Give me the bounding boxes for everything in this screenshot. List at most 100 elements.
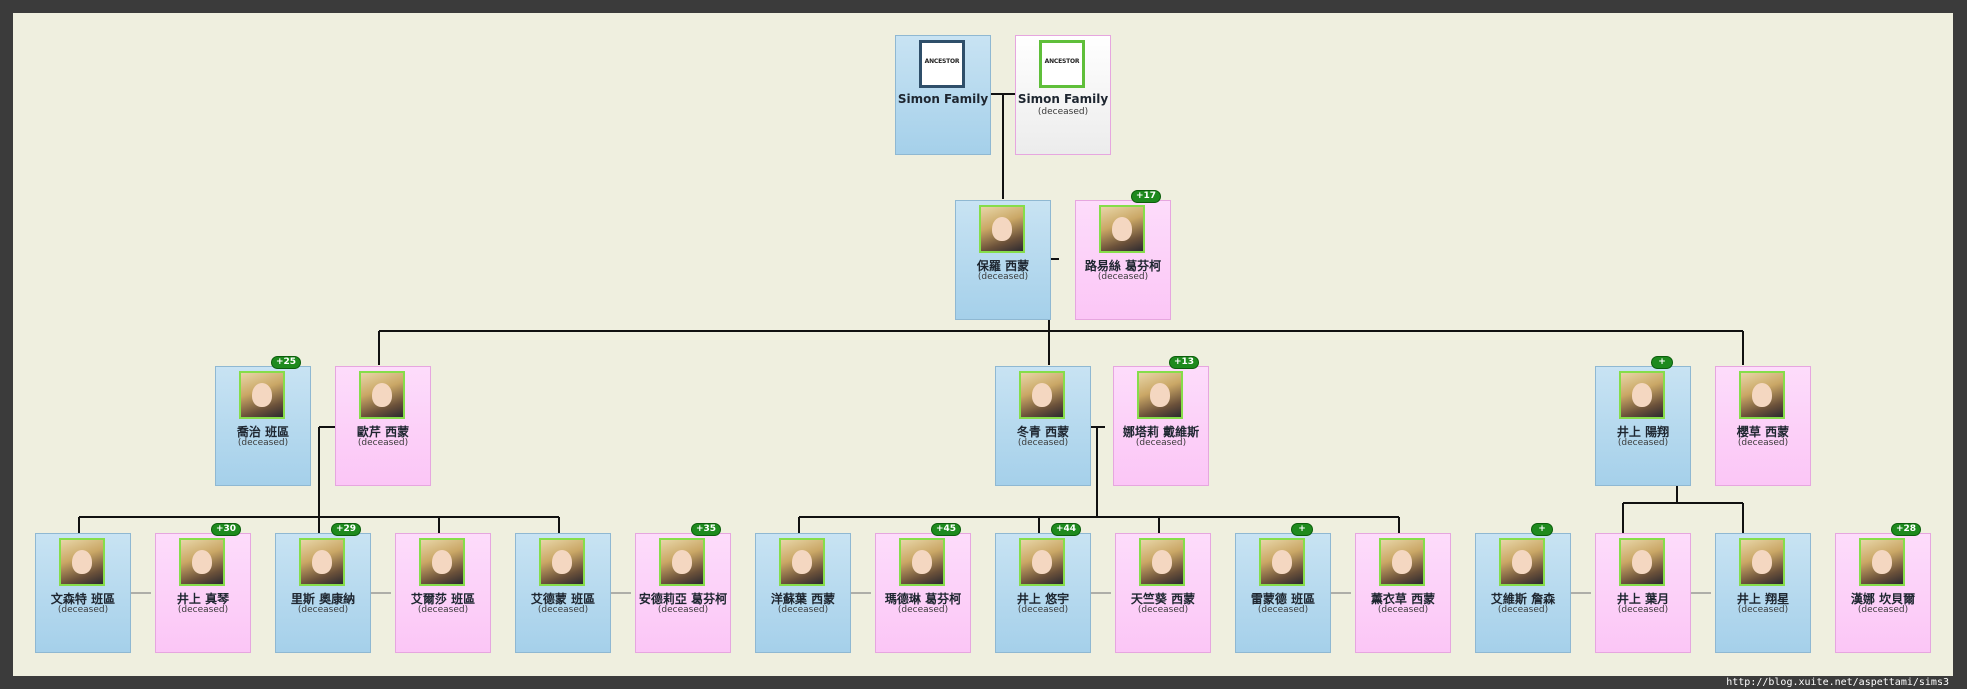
- person-name: 洋蘇葉 西蒙: [770, 592, 836, 606]
- person-status: (deceased): [657, 605, 709, 615]
- person-status: (deceased): [177, 605, 229, 615]
- person-status: (deceased): [1617, 438, 1669, 448]
- person-card-c10[interactable]: 天竺葵 西蒙(deceased): [1115, 533, 1211, 653]
- person-name: 櫻草 西蒙: [1736, 425, 1790, 439]
- children-count-badge[interactable]: +30: [211, 523, 242, 536]
- portrait-image: [1019, 371, 1065, 419]
- person-card-g1f[interactable]: 歐芹 西蒙(deceased): [335, 366, 431, 486]
- portrait-face: [1272, 550, 1292, 574]
- portrait-image: [1259, 538, 1305, 586]
- person-status: (deceased): [417, 605, 469, 615]
- portrait-face: [312, 550, 332, 574]
- portrait-face: [192, 550, 212, 574]
- portrait-image: [419, 538, 465, 586]
- person-status: (deceased): [237, 438, 289, 448]
- children-count-badge[interactable]: +45: [931, 523, 962, 536]
- children-count-badge[interactable]: +35: [691, 523, 722, 536]
- person-card-p1[interactable]: 保羅 西蒙(deceased): [955, 200, 1051, 320]
- children-count-badge[interactable]: +17: [1131, 190, 1162, 203]
- person-status: (deceased): [1257, 605, 1309, 615]
- portrait-face: [1632, 550, 1652, 574]
- person-name: 瑪德琳 葛芬柯: [884, 592, 962, 606]
- person-name: 文森特 班區: [50, 592, 116, 606]
- portrait-image: [1099, 205, 1145, 253]
- person-card-c1[interactable]: 文森特 班區(deceased): [35, 533, 131, 653]
- person-status: (deceased): [1377, 605, 1429, 615]
- portrait-face: [552, 550, 572, 574]
- person-card-anc_f[interactable]: ANCESTOR Simon Family(deceased): [1015, 35, 1111, 155]
- portrait-image: [1379, 538, 1425, 586]
- person-card-c6[interactable]: 安德莉亞 葛芬柯(deceased): [635, 533, 731, 653]
- person-card-g1m[interactable]: 喬治 班區(deceased): [215, 366, 311, 486]
- children-count-badge[interactable]: +29: [331, 523, 362, 536]
- portrait-image: [779, 538, 825, 586]
- portrait-face: [372, 383, 392, 407]
- portrait-face: [792, 550, 812, 574]
- portrait-image: [1739, 538, 1785, 586]
- person-name: Simon Family: [897, 92, 989, 106]
- person-name: Simon Family: [1017, 92, 1109, 106]
- person-name: 路易絲 葛芬柯: [1084, 259, 1162, 273]
- person-card-c4[interactable]: 艾爾莎 班區(deceased): [395, 533, 491, 653]
- person-status: (deceased): [1617, 605, 1669, 615]
- person-status: (deceased): [1037, 107, 1089, 117]
- person-card-p2[interactable]: 路易絲 葛芬柯(deceased): [1075, 200, 1171, 320]
- person-name: 井上 陽翔: [1616, 425, 1670, 439]
- person-card-c11[interactable]: 雷蒙德 班區(deceased): [1235, 533, 1331, 653]
- person-name: 井上 翔星: [1736, 592, 1790, 606]
- children-count-badge[interactable]: +25: [271, 356, 302, 369]
- person-status: (deceased): [57, 605, 109, 615]
- person-status: (deceased): [1017, 605, 1069, 615]
- portrait-face: [1392, 550, 1412, 574]
- children-count-badge[interactable]: +28: [1891, 523, 1922, 536]
- children-count-badge[interactable]: +: [1651, 356, 1673, 369]
- person-status: (deceased): [777, 605, 829, 615]
- person-card-c3[interactable]: 里斯 奧康納(deceased): [275, 533, 371, 653]
- person-card-g3m[interactable]: 井上 陽翔(deceased): [1595, 366, 1691, 486]
- portrait-image: [1139, 538, 1185, 586]
- portrait-image: [1619, 371, 1665, 419]
- children-count-badge[interactable]: +: [1291, 523, 1313, 536]
- person-status: (deceased): [1135, 438, 1187, 448]
- portrait-face: [1512, 550, 1532, 574]
- children-count-badge[interactable]: +44: [1051, 523, 1082, 536]
- portrait-face: [1872, 550, 1892, 574]
- person-card-c16[interactable]: 漢娜 坎貝爾(deceased): [1835, 533, 1931, 653]
- person-name: 天竺葵 西蒙: [1130, 592, 1196, 606]
- portrait-face: [1752, 550, 1772, 574]
- blog-url[interactable]: http://blog.xuite.net/aspettami/sims3: [1726, 677, 1949, 688]
- person-card-c13[interactable]: 艾維斯 詹森(deceased): [1475, 533, 1571, 653]
- portrait-image: [179, 538, 225, 586]
- person-name: 艾爾莎 班區: [410, 592, 476, 606]
- portrait-image: [1499, 538, 1545, 586]
- portrait-face: [992, 217, 1012, 241]
- portrait-face: [1152, 550, 1172, 574]
- person-status: (deceased): [977, 272, 1029, 282]
- person-status: (deceased): [1737, 605, 1789, 615]
- person-card-g2f[interactable]: 娜塔莉 戴維斯(deceased): [1113, 366, 1209, 486]
- person-card-c9[interactable]: 井上 悠宇(deceased): [995, 533, 1091, 653]
- person-card-c12[interactable]: 薰衣草 西蒙(deceased): [1355, 533, 1451, 653]
- children-count-badge[interactable]: +: [1531, 523, 1553, 536]
- person-status: (deceased): [357, 438, 409, 448]
- person-card-c15[interactable]: 井上 翔星(deceased): [1715, 533, 1811, 653]
- ancestor-label: ANCESTOR: [1044, 58, 1080, 65]
- person-card-c7[interactable]: 洋蘇葉 西蒙(deceased): [755, 533, 851, 653]
- portrait-face: [1032, 550, 1052, 574]
- portrait-face: [72, 550, 92, 574]
- person-card-c5[interactable]: 艾德蒙 班區(deceased): [515, 533, 611, 653]
- children-count-badge[interactable]: +13: [1169, 356, 1200, 369]
- person-card-c2[interactable]: 井上 真琴(deceased): [155, 533, 251, 653]
- person-name: 井上 葉月: [1616, 592, 1670, 606]
- person-name: 薰衣草 西蒙: [1370, 592, 1436, 606]
- person-card-g3f[interactable]: 櫻草 西蒙(deceased): [1715, 366, 1811, 486]
- person-name: 艾維斯 詹森: [1490, 592, 1556, 606]
- person-card-g2m[interactable]: 冬青 西蒙(deceased): [995, 366, 1091, 486]
- person-card-c14[interactable]: 井上 葉月(deceased): [1595, 533, 1691, 653]
- portrait-face: [252, 383, 272, 407]
- person-card-c8[interactable]: 瑪德琳 葛芬柯(deceased): [875, 533, 971, 653]
- portrait-face: [1112, 217, 1132, 241]
- person-name: 冬青 西蒙: [1016, 425, 1070, 439]
